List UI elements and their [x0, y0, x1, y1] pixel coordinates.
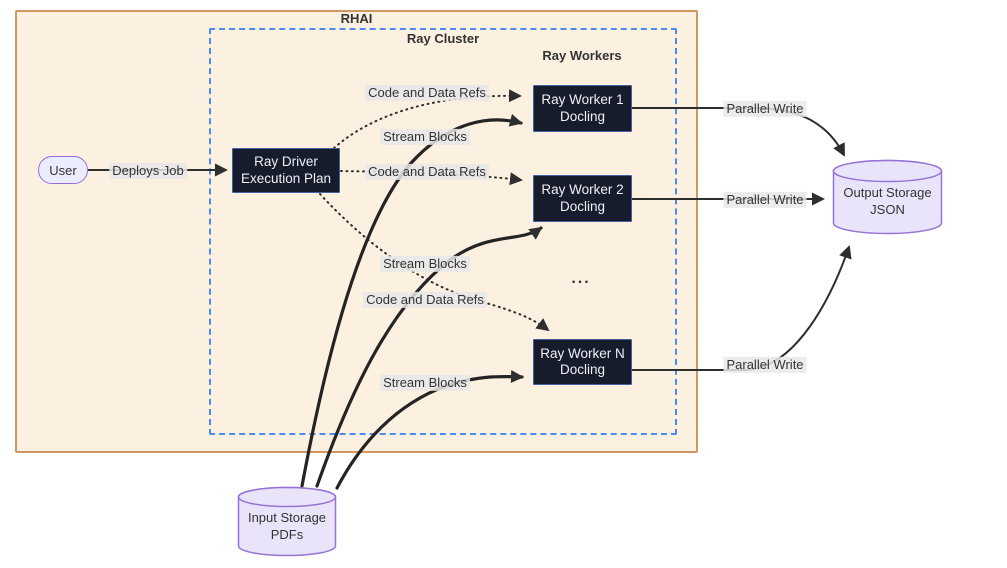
ray-worker-1-line1: Ray Worker 1 [541, 92, 624, 108]
output-storage-line2: JSON [870, 202, 905, 217]
stream-blocks-3-label: Stream Blocks [380, 374, 470, 392]
output-storage-label: Output Storage JSON [832, 159, 943, 236]
input-storage-line2: PDFs [270, 526, 304, 542]
parallel-write-2-label: Parallel Write [723, 191, 807, 209]
output-storage-line1: Output Storage [843, 185, 932, 201]
ray-worker-1-line2: Docling [559, 108, 606, 124]
ray-driver-node: Ray Driver Execution Plan [232, 148, 340, 193]
input-storage-line1: Input Storage [247, 509, 327, 525]
ray-driver-line1: Ray Driver [254, 154, 318, 170]
user-node-label: User [49, 162, 77, 178]
ray-driver-line2: Execution Plan [240, 170, 332, 186]
ray-worker-2-node: Ray Worker 2 Docling [533, 175, 632, 222]
ray-worker-n-node: Ray Worker N Docling [533, 339, 632, 385]
ray-worker-n-line2: Docling [559, 362, 606, 377]
ray-worker-1-node: Ray Worker 1 Docling [533, 85, 632, 132]
ray-worker-2-line1: Ray Worker 2 [541, 182, 624, 198]
ray-worker-2-line2: Docling [559, 198, 606, 214]
deploys-job-label: Deploys Job [109, 162, 187, 180]
stream-blocks-1-label: Stream Blocks [380, 128, 470, 146]
database-cylinder-icon [832, 159, 943, 235]
workers-ellipsis: ... [571, 270, 591, 287]
code-and-data-refs-1-label: Code and Data Refs [365, 84, 489, 102]
input-storage-label: Input Storage PDFs [237, 486, 337, 558]
user-node: User [38, 156, 88, 184]
parallel-write-1-label: Parallel Write [723, 100, 807, 118]
output-storage-node: Output Storage JSON [832, 159, 943, 236]
ray-worker-n-line1: Ray Worker N [540, 345, 625, 361]
parallel-write-3-label: Parallel Write [723, 356, 807, 374]
database-cylinder-icon [237, 486, 337, 557]
code-and-data-refs-3-label: Code and Data Refs [363, 291, 487, 309]
stream-blocks-2-label: Stream Blocks [380, 255, 470, 273]
code-and-data-refs-2-label: Code and Data Refs [365, 163, 489, 181]
input-storage-node: Input Storage PDFs [237, 486, 337, 558]
